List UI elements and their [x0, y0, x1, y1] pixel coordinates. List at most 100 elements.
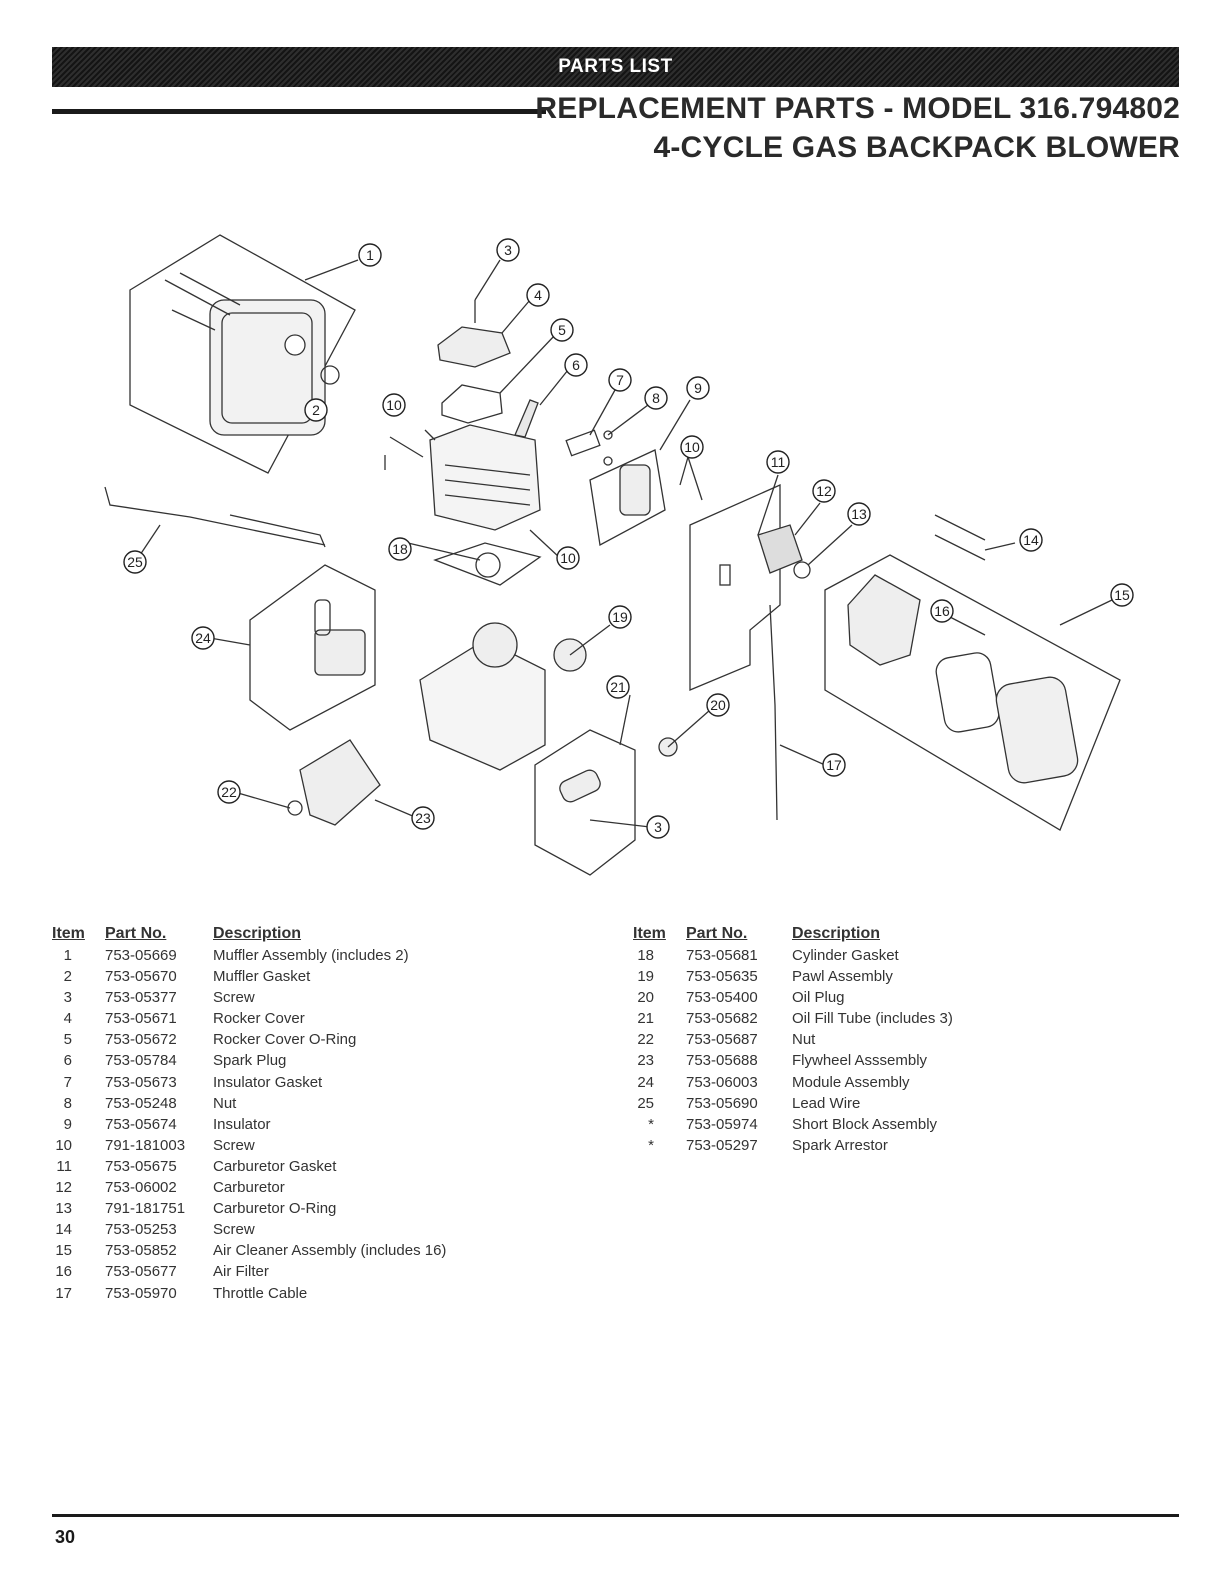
callout-3: 3	[496, 238, 520, 262]
cell-desc: Oil Plug	[792, 989, 845, 1007]
cell-part: 753-05688	[686, 1052, 758, 1070]
cell-desc: Screw	[213, 1221, 255, 1239]
cell-item: 12	[55, 1179, 72, 1197]
svg-text:17: 17	[826, 757, 842, 773]
table-row: 17 753-05970 Throttle Cable	[48, 1285, 568, 1306]
cell-desc: Short Block Assembly	[792, 1115, 938, 1133]
oil-fill-inset-frame	[534, 729, 636, 876]
cell-item: 25	[637, 1094, 654, 1112]
cell-desc: Carburetor O-Ring	[213, 1200, 337, 1218]
cell-desc: Insulator Gasket	[213, 1073, 323, 1091]
cell-part: 753-05400	[686, 989, 758, 1007]
callout-7: 7	[608, 368, 632, 392]
cell-item: 5	[63, 1031, 72, 1049]
callout-10: 10	[680, 435, 704, 459]
cell-item: 8	[63, 1094, 72, 1112]
cell-desc: Pawl Assembly	[792, 968, 893, 986]
cell-part: 753-05675	[105, 1157, 177, 1175]
callout-19: 19	[608, 605, 632, 629]
lead-wire	[104, 486, 326, 546]
cell-desc: Carburetor	[213, 1179, 285, 1197]
svg-text:16: 16	[934, 603, 950, 619]
cell-part: 753-05681	[686, 947, 758, 964]
svg-text:10: 10	[386, 397, 402, 413]
callout-18: 18	[388, 537, 412, 561]
flywheel-nut	[287, 800, 303, 816]
svg-text:25: 25	[127, 554, 143, 570]
svg-text:20: 20	[710, 697, 726, 713]
header-description: Description	[213, 925, 302, 942]
cell-part: 753-05670	[105, 968, 177, 986]
cell-part: 753-05674	[105, 1115, 177, 1133]
carburetor	[757, 524, 803, 574]
cell-desc: Screw	[213, 989, 255, 1007]
muffler-gasket	[320, 365, 340, 385]
cell-item: 24	[637, 1073, 654, 1091]
cell-desc: Carburetor Gasket	[213, 1157, 337, 1175]
cell-item: 17	[55, 1284, 72, 1302]
svg-text:10: 10	[684, 439, 700, 455]
cell-desc: Rocker Cover O-Ring	[213, 1031, 357, 1049]
module-inset-frame	[249, 564, 376, 731]
cell-desc: Insulator	[213, 1115, 271, 1133]
cell-desc: Muffler Assembly (includes 2)	[213, 947, 409, 964]
insulator-gasket	[565, 429, 601, 457]
cell-item: 6	[63, 1052, 72, 1070]
cell-item: 2	[63, 968, 72, 986]
callout-6: 6	[564, 353, 588, 377]
cell-desc: Spark Plug	[213, 1052, 287, 1070]
cell-item: 14	[55, 1221, 72, 1239]
cell-part: 753-05672	[105, 1031, 177, 1049]
header-item: Item	[633, 925, 666, 942]
air-cleaner-cover	[995, 676, 1079, 784]
svg-text:19: 19	[612, 609, 628, 625]
cell-part: 753-05690	[686, 1094, 758, 1112]
cell-part: 753-05784	[105, 1052, 177, 1070]
cell-desc: Throttle Cable	[213, 1284, 308, 1302]
cell-item: 19	[637, 968, 654, 986]
banner-title: PARTS LIST	[558, 56, 673, 77]
header-description: Description	[792, 925, 881, 942]
svg-text:21: 21	[610, 679, 626, 695]
cell-part: 753-05671	[105, 1010, 177, 1028]
exploded-parts-diagram: 1234567891010101112131415161718192021222…	[104, 234, 1134, 876]
cell-part: 753-05635	[686, 968, 758, 986]
callout-23: 23	[411, 806, 435, 830]
cell-item: 15	[55, 1242, 72, 1260]
svg-text:24: 24	[195, 630, 211, 646]
svg-text:1: 1	[366, 247, 374, 263]
callout-11: 11	[766, 450, 790, 474]
callout-17: 17	[822, 753, 846, 777]
cell-part: 753-05297	[686, 1136, 758, 1154]
cylinder	[429, 424, 541, 531]
svg-text:15: 15	[1114, 587, 1130, 603]
svg-text:4: 4	[534, 287, 542, 303]
cell-item: 18	[637, 947, 654, 964]
page-title: REPLACEMENT PARTS - MODEL 316.794802	[535, 92, 1180, 125]
callout-21: 21	[606, 675, 630, 699]
rocker-cover	[437, 326, 511, 368]
cell-part: 753-05970	[105, 1284, 177, 1302]
cell-item: 13	[55, 1200, 72, 1218]
svg-text:7: 7	[616, 372, 624, 388]
footer-rule	[52, 1514, 1179, 1517]
callout-15: 15	[1110, 583, 1134, 607]
cylinder-gasket	[433, 542, 542, 586]
page-subtitle: 4-CYCLE GAS BACKPACK BLOWER	[653, 131, 1180, 164]
parts-table-header: Item Part No. Description	[48, 925, 568, 947]
callout-12: 12	[812, 479, 836, 503]
cell-desc: Air Filter	[213, 1263, 269, 1281]
cell-item: 21	[637, 1010, 654, 1028]
callout-16: 16	[930, 599, 954, 623]
